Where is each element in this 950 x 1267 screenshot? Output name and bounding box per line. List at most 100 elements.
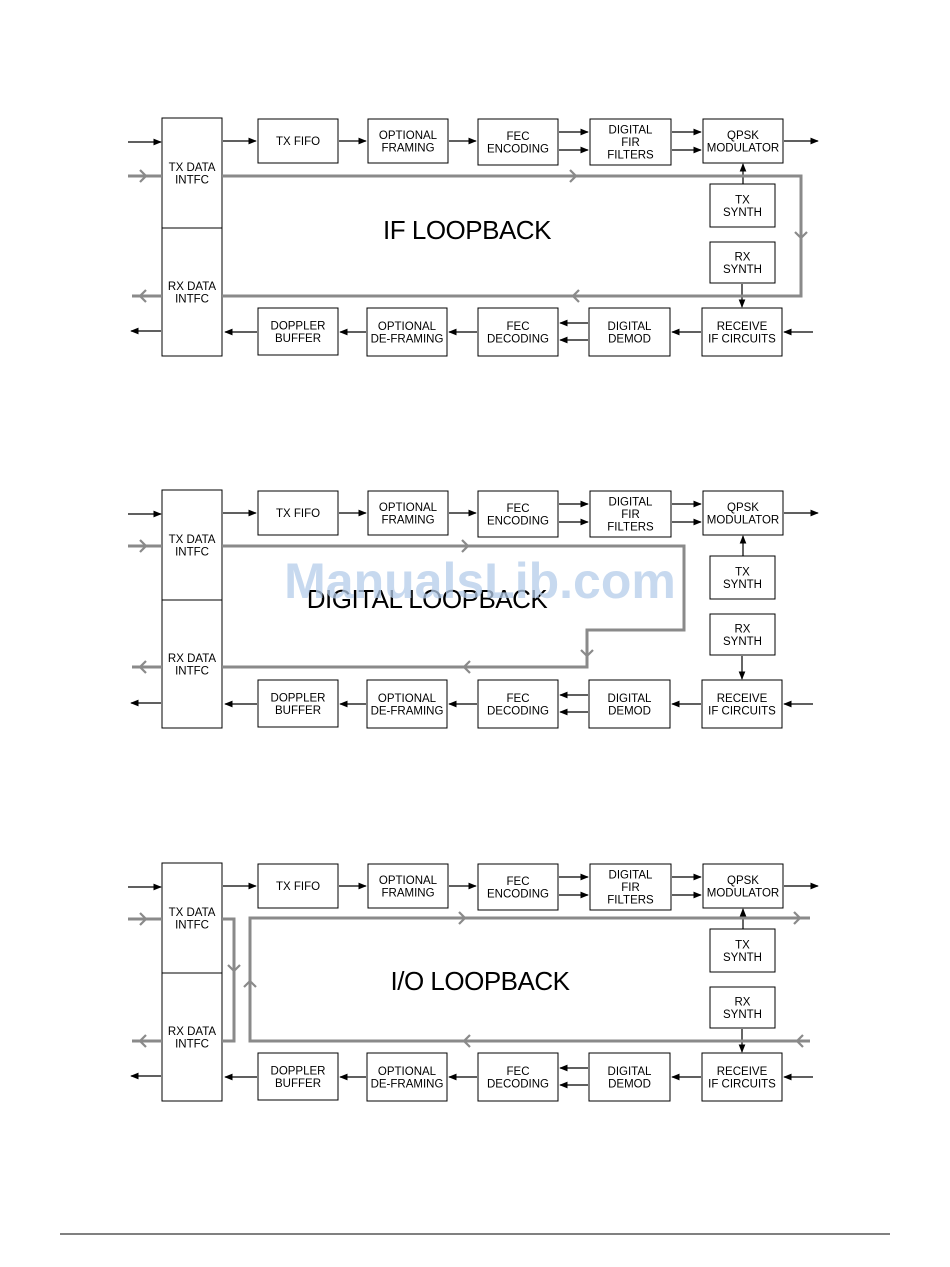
receive-if-circuits-label: RECEIVE	[717, 1066, 768, 1078]
rx-synth-label: RX	[735, 623, 751, 635]
tx-fifo-block: TX FIFO	[257, 490, 339, 536]
qpsk-modulator-label: QPSK	[727, 502, 759, 514]
fec-decoding-label: DECODING	[487, 1078, 549, 1090]
rx-data-intfc-label: RX DATA	[168, 1026, 216, 1038]
fec-encoding-label: ENCODING	[487, 888, 549, 900]
tx-synth-label: SYNTH	[723, 579, 762, 591]
loopback-path	[222, 174, 803, 298]
fec-encoding-label: ENCODING	[487, 143, 549, 155]
tx-fifo-label: TX FIFO	[276, 508, 320, 520]
digital-fir-filters-label: FIR	[621, 137, 640, 149]
loop-direction-chevron	[462, 1034, 471, 1048]
tx-data-intfc-label: TX DATA	[169, 162, 216, 174]
loop-direction-chevron	[138, 289, 147, 303]
loopback-path	[222, 917, 236, 1043]
loop-direction-chevron	[795, 1034, 804, 1048]
qpsk-modulator-label: MODULATOR	[707, 142, 779, 154]
fec-encoding-label: FEC	[507, 131, 530, 143]
doppler-buffer-label: BUFFER	[275, 333, 321, 345]
digital-demod-label: DEMOD	[608, 1078, 651, 1090]
loop-direction-chevron	[461, 539, 470, 553]
digital-demod-label: DIGITAL	[608, 1066, 652, 1078]
tx-synth-label: SYNTH	[723, 207, 762, 219]
tx-synth-label: TX	[735, 939, 750, 951]
tx-data-intfc-label: TX DATA	[169, 907, 216, 919]
receive-if-circuits-label: IF CIRCUITS	[708, 1078, 776, 1090]
rx-data-intfc-label: INTFC	[175, 665, 209, 677]
fec-encoding-label: FEC	[507, 876, 530, 888]
qpsk-modulator-label: MODULATOR	[707, 887, 779, 899]
loop-direction-chevron	[580, 649, 594, 658]
qpsk-modulator-label: MODULATOR	[707, 514, 779, 526]
tx-synth-label: SYNTH	[723, 952, 762, 964]
qpsk-modulator-label: QPSK	[727, 875, 759, 887]
loop-direction-chevron	[138, 660, 147, 674]
receive-if-circuits-label: IF CIRCUITS	[708, 333, 776, 345]
loop-direction-chevron	[139, 169, 148, 183]
digital-demod-label: DEMOD	[608, 333, 651, 345]
fec-encoding-label: ENCODING	[487, 515, 549, 527]
rx-synth-label: SYNTH	[723, 264, 762, 276]
optional-deframing-label: OPTIONAL	[378, 1066, 437, 1078]
rx-synth-label: RX	[735, 251, 751, 263]
optional-deframing-label: DE-FRAMING	[371, 333, 444, 345]
optional-deframing-label: DE-FRAMING	[371, 705, 444, 717]
fec-decoding-label: DECODING	[487, 705, 549, 717]
optional-framing-label: FRAMING	[381, 514, 434, 526]
qpsk-modulator-label: QPSK	[727, 130, 759, 142]
digital-fir-filters-label: FILTERS	[607, 895, 654, 907]
rx-data-intfc-label: INTFC	[175, 293, 209, 305]
digital-fir-filters-label: FIR	[621, 509, 640, 521]
loop-direction-chevron	[458, 911, 467, 925]
rx-data-intfc-label: RX DATA	[168, 653, 216, 665]
digital-fir-filters-label: DIGITAL	[609, 125, 653, 137]
loop-direction-chevron	[139, 912, 148, 926]
tx-fifo-label: TX FIFO	[276, 881, 320, 893]
loop-direction-chevron	[571, 289, 580, 303]
doppler-buffer-label: BUFFER	[275, 1078, 321, 1090]
digital-demod-label: DIGITAL	[608, 321, 652, 333]
digital-fir-filters-label: FILTERS	[607, 522, 654, 534]
fec-encoding-label: FEC	[507, 503, 530, 515]
fec-decoding-label: DECODING	[487, 333, 549, 345]
doppler-buffer-label: DOPPLER	[271, 1065, 326, 1077]
loop-direction-chevron	[243, 979, 257, 988]
digital-loopback-title: DIGITAL LOOPBACK	[307, 584, 549, 614]
rx-data-intfc-label: RX DATA	[168, 281, 216, 293]
rx-synth-label: SYNTH	[723, 636, 762, 648]
tx-data-intfc-label: INTFC	[175, 919, 209, 931]
optional-framing-label: OPTIONAL	[379, 875, 438, 887]
